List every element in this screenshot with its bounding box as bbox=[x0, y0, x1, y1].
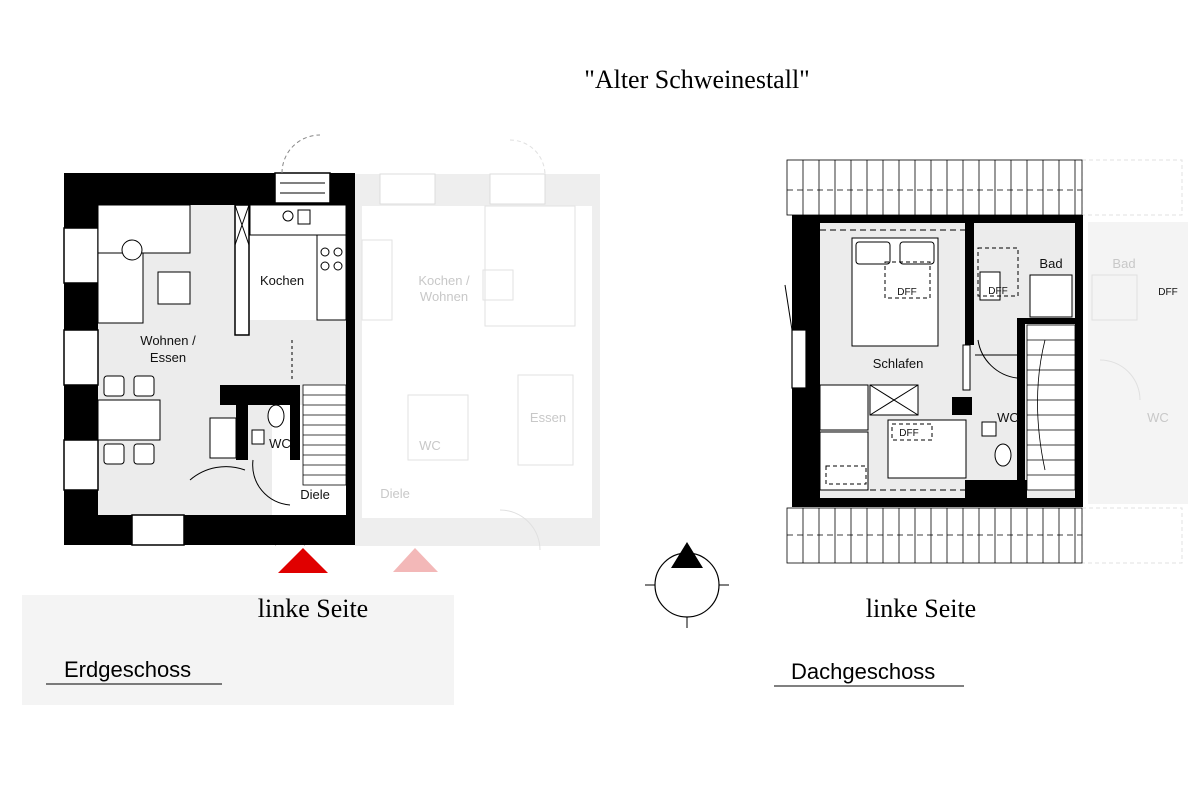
ghost-attic-dff: DFF bbox=[1158, 287, 1177, 298]
coffee-table bbox=[157, 271, 191, 305]
room-living: Wohnen / bbox=[140, 333, 196, 348]
ghost-attic-unit: Bad WC DFF bbox=[1081, 159, 1188, 564]
single-bed bbox=[887, 419, 967, 479]
attic-wall-top bbox=[820, 215, 1082, 223]
north-arrow-icon bbox=[671, 542, 703, 568]
door-swing-2 bbox=[252, 459, 291, 506]
room-attic-wc: WC bbox=[997, 410, 1019, 425]
ground-stairs bbox=[302, 384, 347, 486]
ghost-entrance-marker bbox=[393, 548, 438, 572]
attic-wall-bottom bbox=[820, 498, 1082, 507]
window-top bbox=[274, 172, 331, 204]
room-hall: Diele bbox=[300, 487, 330, 502]
plan-title: "Alter Schweinestall" bbox=[584, 65, 810, 94]
room-wc: WC bbox=[269, 436, 291, 451]
attic-floor-name: Dachgeschoss bbox=[791, 659, 935, 684]
window-left-3 bbox=[63, 439, 99, 491]
room-living-dining: Essen bbox=[150, 350, 186, 365]
roof-overhang-top bbox=[786, 159, 1083, 216]
ground-floor-name: Erdgeschoss bbox=[64, 657, 191, 682]
toilet bbox=[267, 404, 285, 428]
skylight-label-2: DFF bbox=[899, 428, 918, 439]
bath-sink bbox=[979, 271, 1001, 301]
dining-table bbox=[97, 399, 161, 441]
ghost-attic-wc: WC bbox=[1147, 410, 1169, 425]
attic-side-label: linke Seite bbox=[866, 594, 976, 623]
window-left-2 bbox=[63, 329, 99, 386]
interior-wall-wc bbox=[220, 385, 300, 405]
ghost-attic-bath: Bad bbox=[1112, 256, 1135, 271]
ground-side-label: linke Seite bbox=[258, 594, 368, 623]
ghost-room-hall: Diele bbox=[380, 486, 410, 501]
ground-floor-plan: Kochen / Wohnen Essen WC Diele bbox=[22, 134, 600, 705]
outer-walls bbox=[64, 173, 355, 545]
door-swing-1 bbox=[189, 466, 246, 481]
skylight-label-3: DFF bbox=[988, 286, 1007, 297]
room-bath: Bad bbox=[1039, 256, 1062, 271]
attic-door-swing bbox=[977, 339, 1018, 379]
attic-floor-plan: Bad WC DFF bbox=[774, 159, 1188, 687]
shower bbox=[1029, 274, 1073, 318]
attic-stairs bbox=[1026, 324, 1076, 491]
skylight-1 bbox=[884, 261, 931, 299]
room-kitchen: Kochen bbox=[260, 273, 304, 288]
room-bedroom: Schlafen bbox=[873, 356, 924, 371]
skylight-label-1: DFF bbox=[897, 287, 916, 298]
ghost-room-kitchen2: Wohnen bbox=[420, 289, 468, 304]
attic-toilet bbox=[994, 443, 1012, 467]
attic-partition bbox=[965, 215, 974, 345]
attic-wall-right bbox=[1075, 215, 1083, 507]
ghost-room-wc: WC bbox=[419, 438, 441, 453]
window-bottom bbox=[131, 514, 185, 546]
entrance-marker bbox=[278, 548, 328, 573]
interior-wall-kitchen bbox=[234, 204, 250, 336]
ghost-room-dining: Essen bbox=[530, 410, 566, 425]
label-background bbox=[22, 595, 454, 705]
ghost-ground-unit: Kochen / Wohnen Essen WC Diele bbox=[355, 139, 600, 572]
skylight-3 bbox=[977, 247, 1019, 297]
north-compass bbox=[645, 542, 729, 628]
sofa bbox=[97, 204, 191, 254]
window-left-1 bbox=[63, 227, 99, 284]
roof-overhang-bottom bbox=[786, 507, 1083, 564]
ghost-room-kitchen: Kochen / bbox=[418, 273, 470, 288]
attic-window-left bbox=[791, 329, 807, 389]
